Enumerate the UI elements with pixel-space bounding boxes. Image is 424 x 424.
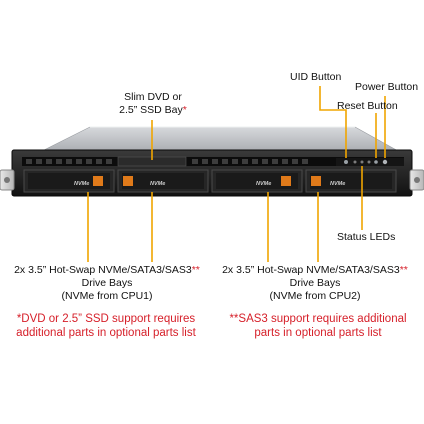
- uid-button: [344, 160, 348, 164]
- drive-tray-label: NVMe: [330, 181, 345, 187]
- status-leds-label: Status LEDs: [337, 231, 396, 243]
- dvd-footnote-line1: *DVD or 2.5” SSD support requires: [16, 313, 196, 325]
- sas3-footnote: **SAS3 support requires additional parts…: [212, 312, 424, 340]
- left-drive-bays-label: 2x 3.5” Hot-Swap NVMe/SATA3/SAS3** Drive…: [2, 264, 212, 303]
- status-led: [353, 160, 357, 164]
- left-drive-bays-line3: (NVMe from CPU1): [61, 290, 153, 302]
- reset-button-label: Reset Button: [337, 100, 398, 112]
- status-led: [367, 160, 371, 164]
- front-vent-strip: [22, 157, 404, 166]
- slim-dvd-footnote-mark: *: [182, 104, 187, 116]
- drive-tray-label: NVMe: [256, 181, 271, 187]
- reset-button: [374, 160, 378, 164]
- drive-bay-3: NVMe: [211, 169, 303, 193]
- left-drive-bays-line2: Drive Bays: [81, 277, 133, 289]
- slim-dvd-label-line2: 2.5” SSD Bay: [119, 104, 183, 116]
- right-drive-bays-line2: Drive Bays: [289, 277, 341, 289]
- dvd-footnote-line2: additional parts in optional parts list: [16, 327, 196, 339]
- sas3-footnote-line1: **SAS3 support requires additional: [229, 313, 407, 325]
- right-drive-bays-label: 2x 3.5” Hot-Swap NVMe/SATA3/SAS3** Drive…: [210, 264, 420, 303]
- right-drive-bays-line3: (NVMe from CPU2): [269, 290, 361, 302]
- power-button-label: Power Button: [355, 81, 419, 93]
- slim-dvd-label: Slim DVD or 2.5” SSD Bay*: [108, 91, 198, 117]
- dvd-footnote: *DVD or 2.5” SSD support requires additi…: [0, 312, 212, 340]
- right-drive-bays-footnote-mark: **: [399, 264, 408, 276]
- left-drive-bays-line1: 2x 3.5” Hot-Swap NVMe/SATA3/SAS3: [14, 264, 192, 276]
- right-drive-bays-line1: 2x 3.5” Hot-Swap NVMe/SATA3/SAS3: [222, 264, 400, 276]
- control-panel: [336, 158, 404, 166]
- left-drive-bays-footnote-mark: **: [191, 264, 200, 276]
- drive-tray-label: NVMe: [74, 181, 89, 187]
- drive-bay-4: NVMe: [305, 169, 397, 193]
- drive-bay-1: NVMe: [23, 169, 115, 193]
- uid-button-label: UID Button: [290, 71, 342, 83]
- status-led: [360, 160, 364, 164]
- sas3-footnote-line2: parts in optional parts list: [254, 327, 382, 339]
- drive-tray-label: NVMe: [150, 181, 165, 187]
- drive-bay-2: NVMe: [117, 169, 209, 193]
- power-button: [382, 159, 388, 165]
- slim-dvd-label-line1: Slim DVD or: [124, 91, 182, 103]
- callout-lines: [87, 86, 386, 262]
